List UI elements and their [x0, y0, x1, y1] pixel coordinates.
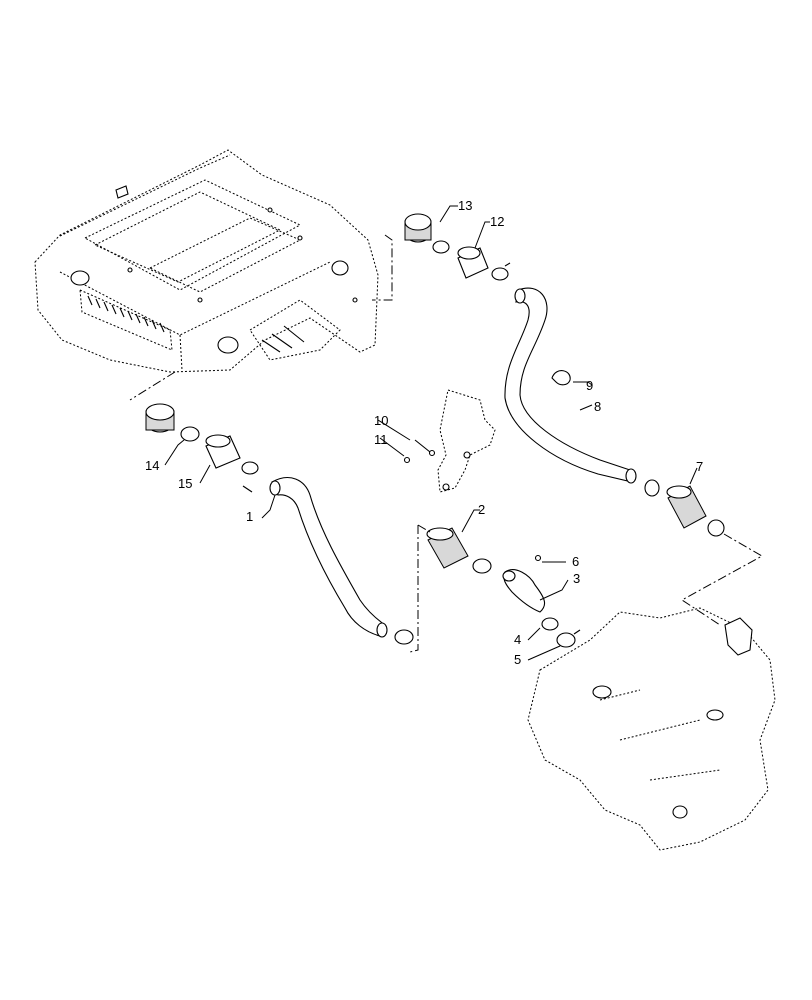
- adapter-13: [404, 213, 432, 243]
- elbow-3: [502, 569, 546, 613]
- svg-text:1: 1: [246, 509, 253, 524]
- svg-text:14: 14: [145, 458, 159, 473]
- callout-2: 2: [478, 502, 485, 517]
- svg-text:2: 2: [478, 502, 485, 517]
- clamp-upper-b: [491, 262, 511, 281]
- callout-15: 15: [178, 476, 192, 491]
- connection-lines: [129, 234, 764, 653]
- callout-7: 7: [696, 459, 703, 474]
- sleeve-7: [666, 485, 707, 529]
- svg-text:4: 4: [514, 632, 521, 647]
- bolt-10: [414, 439, 436, 457]
- svg-text:5: 5: [514, 652, 521, 667]
- callout-1: 1: [246, 509, 253, 524]
- svg-text:11: 11: [374, 432, 388, 447]
- callout-4: 4: [514, 632, 521, 647]
- adapter-lower: [145, 403, 175, 433]
- callout-8: 8: [594, 399, 601, 414]
- hose-1: [269, 477, 388, 638]
- svg-text:10: 10: [374, 413, 388, 428]
- callout-5: 5: [514, 652, 521, 667]
- hose-8: [504, 287, 637, 484]
- callout-10: 10: [374, 413, 388, 428]
- clamp-upper-a: [432, 240, 450, 254]
- clamp-5: [556, 629, 581, 648]
- sleeve-2: [426, 527, 469, 569]
- clamp-9: [551, 370, 571, 386]
- nut-11: [403, 456, 411, 464]
- sleeve-12: [457, 246, 489, 279]
- svg-text:3: 3: [573, 571, 580, 586]
- engine-outline: [527, 607, 776, 851]
- callout-6: 6: [572, 554, 579, 569]
- sleeve-15: [205, 434, 241, 469]
- ring-4: [541, 617, 559, 631]
- clamp-mid: [472, 558, 492, 574]
- callout-14: 14: [145, 458, 159, 473]
- svg-text:15: 15: [178, 476, 192, 491]
- callout-13: 13: [458, 198, 472, 213]
- clamp-7-left: [644, 479, 660, 497]
- leaders: [164, 205, 698, 661]
- svg-text:13: 13: [458, 198, 472, 213]
- clamp-lower-b: [241, 461, 259, 493]
- svg-text:8: 8: [594, 399, 601, 414]
- callout-11: 11: [374, 432, 388, 447]
- fitting-6: [534, 554, 542, 562]
- svg-text:12: 12: [490, 214, 504, 229]
- svg-text:9: 9: [586, 378, 593, 393]
- cooler-assembly: [34, 149, 379, 373]
- clamp-lower-c: [394, 629, 414, 645]
- clamp-14: [180, 426, 200, 442]
- callout-12: 12: [490, 214, 504, 229]
- svg-text:6: 6: [572, 554, 579, 569]
- mounting-bracket: [437, 389, 496, 493]
- callout-3: 3: [573, 571, 580, 586]
- svg-text:7: 7: [696, 459, 703, 474]
- callout-9: 9: [586, 378, 593, 393]
- clamp-7-right: [707, 519, 725, 537]
